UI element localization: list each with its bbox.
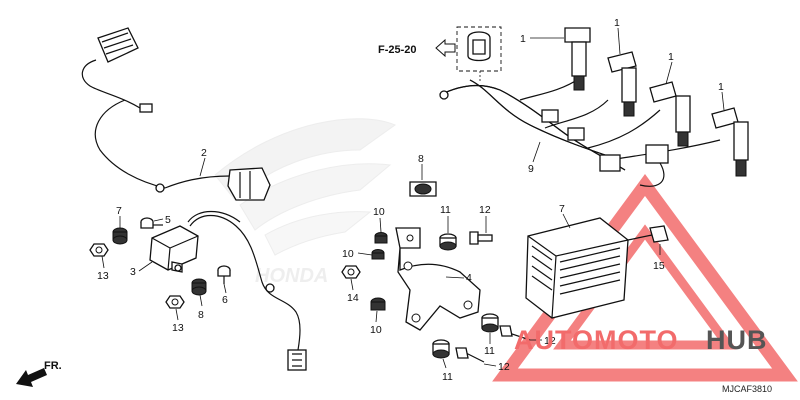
front-indicator-label: FR. bbox=[44, 360, 62, 372]
watermark-text: AUTOMOTO HUB bbox=[514, 325, 768, 355]
label-clip-9: 8 bbox=[418, 153, 424, 165]
label-coil-1d: 1 bbox=[718, 81, 724, 93]
honda-wing-background: HONDA bbox=[214, 118, 397, 287]
relay-6 bbox=[149, 225, 199, 273]
bolt-7-lower bbox=[217, 265, 231, 284]
nut-14 bbox=[341, 265, 361, 279]
main-harness-5 bbox=[439, 77, 721, 187]
label-grommet-8b: 8 bbox=[198, 309, 204, 321]
label-bolt-15: 15 bbox=[653, 260, 665, 272]
label-nut-14: 14 bbox=[347, 292, 359, 304]
ignition-coil-1a bbox=[564, 27, 591, 91]
bolt-7-upper bbox=[140, 217, 163, 229]
bolt-12-c bbox=[455, 347, 485, 363]
front-direction-arrow: FR. bbox=[16, 360, 62, 387]
reference-clip-detail bbox=[456, 26, 502, 72]
sub-harness-4 bbox=[81, 27, 271, 201]
label-bolt-12a: 12 bbox=[479, 204, 491, 216]
collar-11-b bbox=[481, 313, 499, 333]
honda-brand-text: HONDA bbox=[255, 265, 328, 287]
label-ecu-2: 7 bbox=[559, 203, 565, 215]
collar-11-c bbox=[432, 339, 450, 359]
label-coil-1b: 1 bbox=[614, 17, 620, 29]
bolt-12-b bbox=[499, 325, 531, 341]
label-bolt-7a: 5 bbox=[165, 214, 171, 226]
clip-9 bbox=[409, 181, 437, 197]
label-coil-1c: 1 bbox=[668, 51, 674, 63]
label-harness-5: 9 bbox=[528, 163, 534, 175]
label-bolt-7b: 6 bbox=[222, 294, 228, 306]
bolt-12-a bbox=[469, 231, 493, 245]
label-bolt-12b: 12 bbox=[544, 335, 556, 347]
watermark-automoto: AUTOMOTO bbox=[514, 325, 679, 355]
label-collar-11a: 11 bbox=[440, 204, 451, 216]
label-bracket-3: 4 bbox=[466, 272, 472, 284]
relay-harness-wire bbox=[189, 214, 301, 351]
label-collar-11b: 11 bbox=[484, 345, 495, 357]
label-relay-6: 3 bbox=[130, 266, 136, 278]
grommet-8-upper bbox=[112, 227, 128, 245]
relay-connector bbox=[287, 349, 307, 371]
reference-page-label: F-25-20 bbox=[378, 44, 417, 56]
ignition-coil-1d bbox=[711, 107, 749, 177]
diagram-part-code: MJCAF3810 bbox=[722, 384, 772, 394]
watermark-hub: HUB bbox=[706, 325, 768, 355]
bracket-3 bbox=[395, 227, 481, 331]
grommet-10-b bbox=[371, 249, 385, 260]
label-grommet-10-first: 10 bbox=[373, 206, 385, 218]
label-grommet-8a: 7 bbox=[116, 205, 122, 217]
bolt-15 bbox=[627, 225, 669, 243]
label-collar-11c: 11 bbox=[442, 371, 453, 383]
label-grommet-10b: 10 bbox=[342, 248, 354, 260]
collar-11-a bbox=[439, 233, 457, 251]
ecu-2 bbox=[525, 217, 629, 319]
reference-arrow: F-25-20 bbox=[378, 38, 456, 58]
ignition-coil-1c bbox=[649, 81, 691, 147]
label-nut-13a: 13 bbox=[97, 270, 109, 282]
ignition-coil-1b bbox=[607, 51, 637, 117]
label-coil-1a: 1 bbox=[520, 33, 526, 45]
nut-13-upper bbox=[89, 243, 109, 257]
label-grommet-10c: 10 bbox=[370, 324, 382, 336]
label-bolt-12c: 12 bbox=[498, 361, 510, 373]
grommet-10-c bbox=[370, 297, 386, 311]
nut-13-lower bbox=[165, 295, 185, 309]
grommet-8-lower bbox=[191, 278, 207, 296]
grommet-10-a bbox=[374, 232, 388, 244]
label-harness-4: 2 bbox=[201, 147, 207, 159]
label-nut-13b: 13 bbox=[172, 322, 184, 334]
